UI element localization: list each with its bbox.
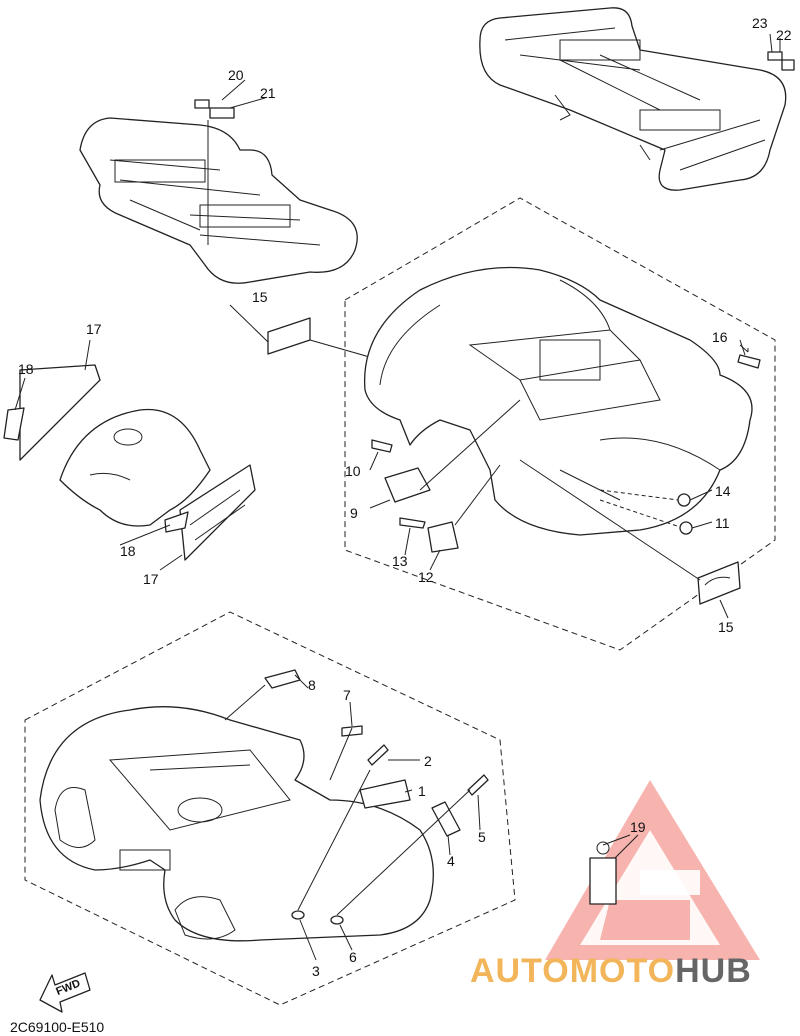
callout-13: 13: [392, 553, 408, 569]
front-fender: [39, 669, 489, 942]
rivet-2-icon: [367, 744, 389, 766]
callout-18-top: 18: [18, 361, 34, 377]
callout-17-bottom: 17: [143, 571, 159, 587]
callout-4: 4: [447, 853, 455, 869]
front-carrier-rack: [479, 7, 795, 191]
label-7-icon: [341, 725, 363, 737]
tag-19-icon: [589, 834, 631, 905]
callout-16: 16: [712, 329, 728, 345]
callout-14: 14: [715, 483, 731, 499]
label-23-icon: [767, 51, 783, 61]
callout-19: 19: [630, 819, 646, 835]
watermark-moto: MOTO: [570, 952, 675, 990]
watermark-hub: HUB: [675, 952, 752, 990]
callout-20: 20: [228, 67, 244, 83]
callout-6: 6: [349, 949, 357, 965]
callout-17-top: 17: [86, 321, 102, 337]
callout-9: 9: [350, 505, 358, 521]
label-22-icon: [781, 59, 795, 71]
callout-15-right: 15: [718, 619, 734, 635]
callout-23: 23: [752, 15, 768, 31]
label-20-icon: [194, 99, 210, 109]
decal-18-left-icon: [3, 407, 25, 441]
callout-7: 7: [343, 687, 351, 703]
drawing-code: 2C69100-E510: [10, 1019, 104, 1035]
label-1-icon: [359, 779, 411, 809]
label-21-icon: [209, 107, 235, 119]
callout-21: 21: [260, 85, 276, 101]
callout-10: 10: [345, 463, 361, 479]
callout-1: 1: [418, 783, 426, 799]
tank-cover: [3, 364, 256, 561]
callout-5: 5: [478, 829, 486, 845]
grommet-3-icon: [291, 910, 305, 920]
label-15-right-icon: [697, 561, 741, 605]
rivet-13-icon: [399, 517, 426, 529]
callout-8: 8: [308, 677, 316, 693]
callout-18-bottom: 18: [120, 543, 136, 559]
rivet-10-icon: [371, 439, 393, 453]
callout-12: 12: [418, 569, 434, 585]
fwd-arrow-label: FWD: [54, 977, 82, 998]
callout-15-top: 15: [252, 289, 268, 305]
callout-2: 2: [424, 753, 432, 769]
rear-fender: [363, 266, 761, 536]
rivet-5-icon: [467, 774, 489, 796]
decal-18-bottom-icon: [164, 511, 189, 533]
callout-3: 3: [312, 963, 320, 979]
callout-22: 22: [776, 27, 792, 43]
label-16-icon: [737, 354, 761, 369]
grommet-6-icon: [330, 915, 344, 925]
label-9-icon: [384, 467, 431, 503]
decal-17-bottom-icon: [179, 464, 256, 561]
label-12-icon: [427, 521, 459, 553]
fwd-arrow-icon[interactable]: [39, 972, 91, 1013]
watermark-auto: AUTO: [470, 952, 570, 990]
rear-carrier-rack: [79, 99, 358, 284]
watermark-text: AUTOMOTOHUB: [470, 952, 752, 990]
callout-11: 11: [715, 515, 730, 531]
label-4-icon: [431, 801, 461, 837]
